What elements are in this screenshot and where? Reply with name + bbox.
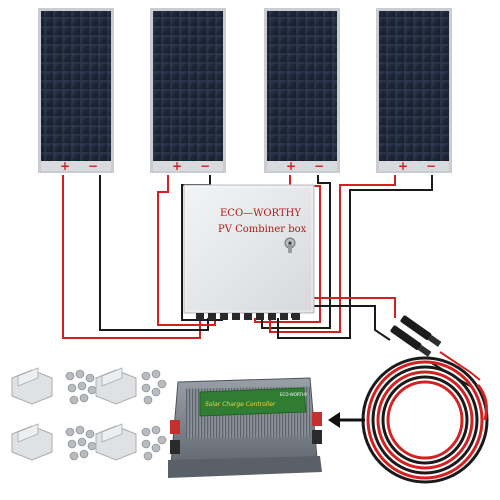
combiner-brand: ECO—WORTHY	[220, 208, 301, 219]
wire-panel-3-red	[254, 175, 321, 323]
combiner-title: PV Combiner box	[218, 224, 307, 235]
lock-icon	[284, 237, 296, 253]
wiring	[62, 175, 433, 341]
panel-3-negative-icon: −	[314, 159, 324, 173]
panel-1-negative-icon: −	[88, 159, 98, 173]
cable-glands	[196, 313, 300, 320]
panel-4-negative-icon: −	[426, 159, 436, 173]
controller-label: Solar Charge Controller	[205, 401, 276, 408]
solar-panel-4: + −	[376, 8, 452, 173]
wire-panel-4-black	[277, 175, 433, 339]
charge-controller: Solar Charge Controller ECO-WORTHY	[168, 377, 322, 478]
pv-combiner-box: ECO—WORTHY PV Combiner box	[183, 184, 315, 320]
wire-panel-2-red	[157, 175, 216, 326]
panel-2-positive-icon: +	[172, 159, 182, 173]
arrow-left-icon	[328, 412, 365, 428]
solar-panel-2: + −	[150, 8, 226, 173]
panel-4-positive-icon: +	[398, 159, 408, 173]
panel-1-positive-icon: +	[60, 159, 70, 173]
mounting-brackets	[11, 367, 167, 461]
controller-brand: ECO-WORTHY	[280, 392, 308, 397]
cable-coil	[361, 356, 489, 484]
panel-2-negative-icon: −	[200, 159, 210, 173]
wire-panel-1-red	[62, 175, 201, 339]
wire-panel-4-red	[269, 175, 396, 333]
panel-3-positive-icon: +	[286, 159, 296, 173]
solar-panel-3: + −	[264, 8, 340, 173]
solar-panel-1: + −	[38, 8, 114, 173]
wire-panel-3-black	[261, 175, 331, 329]
